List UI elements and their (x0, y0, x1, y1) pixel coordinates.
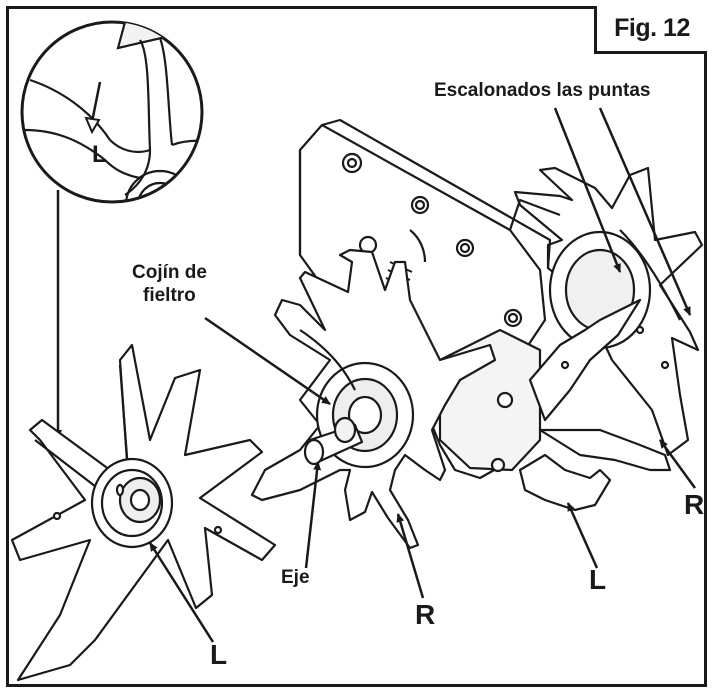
figure-number-box: Fig. 12 (594, 6, 707, 54)
front-tine-r-label: R (415, 599, 436, 630)
figure-number: Fig. 12 (614, 14, 690, 42)
axle-label: Eje (281, 567, 310, 588)
loose-left-tine-drawing (10, 343, 277, 682)
detail-inset-circle: L (20, 20, 204, 204)
staggered-tips-label: Escalonados las puntas (434, 80, 651, 101)
axle-arrow (304, 461, 322, 569)
loose-tine-l-label: L (210, 639, 228, 670)
back-tine-l-label: L (589, 564, 607, 595)
felt-pad-label-line2: fieltro (143, 285, 196, 306)
tine-assembly-drawing (250, 118, 704, 550)
front-r-arrow (396, 513, 425, 599)
loose-l-arrow (148, 542, 215, 643)
rear-tine-r-label: R (684, 489, 705, 520)
callout-arrows (148, 107, 697, 643)
rear-r-arrow (658, 439, 697, 489)
felt-pad-label-line1: Cojín de (132, 262, 207, 283)
staggered-tip-arrow-2 (598, 107, 692, 316)
figure-border (6, 6, 707, 687)
back-l-arrow (566, 502, 599, 569)
felt-pad-arrow (204, 316, 331, 406)
staggered-tip-arrow-1 (553, 107, 622, 273)
inset-l-mark: L (92, 141, 107, 168)
